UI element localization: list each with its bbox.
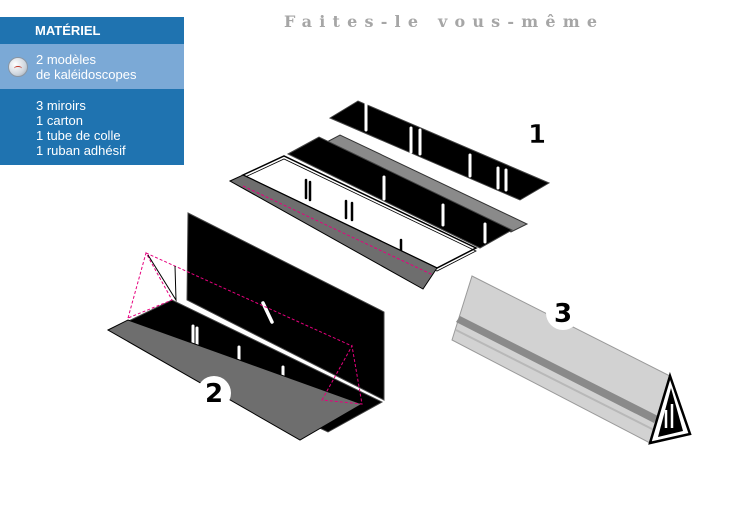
step-1-label: 1 [528,120,546,150]
step-2-badge [197,376,231,410]
download-line-2: de kaléidoscopes [36,67,137,82]
pdf-disc-icon [8,57,28,77]
material-item: 1 ruban adhésif [36,143,126,158]
step-2-folding [106,212,385,441]
download-templates-link[interactable]: 2 modèles de kaléidoscopes [0,44,184,89]
materials-panel: MATÉRIEL 2 modèles de kaléidoscopes 3 mi… [0,17,184,165]
step-3-assembled-prism [451,275,692,445]
materials-heading: MATÉRIEL [0,17,184,44]
step-3-label: 3 [554,299,572,329]
material-item: 1 carton [36,113,83,128]
material-item: 3 miroirs [36,98,86,113]
step-2-label: 2 [205,379,223,409]
page-title: Faites-le vous-même [284,12,605,31]
materials-list: 3 miroirs 1 carton 1 tube de colle 1 rub… [0,89,184,165]
step-1-flat-parts [228,100,551,290]
step-3-badge [546,296,580,330]
download-line-1: 2 modèles [36,52,96,67]
material-item: 1 tube de colle [36,128,121,143]
